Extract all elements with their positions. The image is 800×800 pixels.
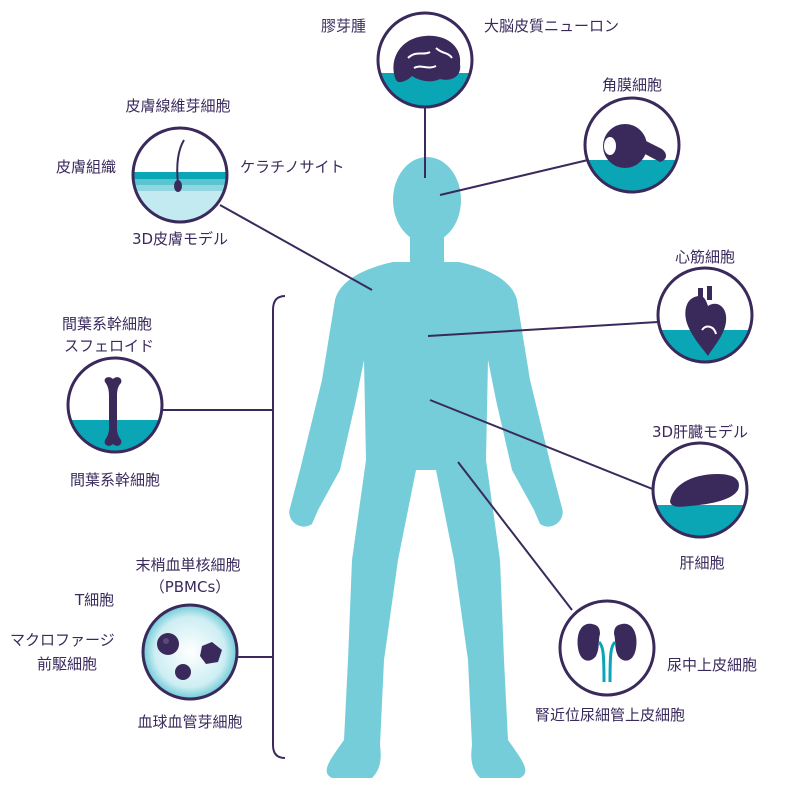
label-hepatocyte: 肝細胞 — [679, 554, 725, 572]
heart-icon — [685, 286, 727, 356]
kidney-circle — [558, 599, 656, 697]
skin-circle — [131, 126, 229, 224]
connector-lines — [160, 107, 659, 759]
label-macrophage-line1: マクロファージ — [10, 631, 115, 649]
blood-cells-icon — [157, 633, 222, 680]
liver-icon — [670, 474, 740, 507]
bone-circle — [66, 356, 164, 454]
label-renal-tubule: 腎近位尿細管上皮細胞 — [534, 706, 686, 724]
label-pbmc-line1: 末梢血単核細胞 — [135, 556, 241, 574]
blood-cells-circle — [141, 603, 239, 701]
kidney-icon — [577, 623, 637, 683]
label-corneal-cell: 角膜細胞 — [601, 76, 663, 94]
eye-circle — [583, 96, 681, 194]
eye-icon — [603, 124, 666, 168]
label-macrophage-line2: 前駆細胞 — [37, 655, 98, 673]
label-glioma: 膠芽腫 — [320, 17, 366, 35]
hair-follicle-icon — [174, 139, 185, 192]
human-body-silhouette — [289, 157, 563, 778]
label-keratinocyte: ケラチノサイト — [240, 158, 345, 176]
label-skin-tissue: 皮膚組織 — [55, 158, 116, 176]
brain-icon — [393, 35, 461, 83]
label-msc: 間葉系幹細胞 — [69, 471, 161, 489]
label-msc-spheroid-line2: スフェロイド — [64, 337, 155, 355]
label-cortical-neuron: 大脳皮質ニューロン — [484, 17, 620, 35]
label-cardiomyocyte: 心筋細胞 — [674, 248, 736, 266]
label-urothelial: 尿中上皮細胞 — [667, 656, 758, 674]
bone-icon — [104, 377, 122, 446]
label-pbmc-line2: （PBMCs） — [149, 578, 231, 596]
label-msc-spheroid-line1: 間葉系幹細胞 — [62, 315, 153, 333]
label-3d-skin-model: 3D皮膚モデル — [131, 230, 229, 248]
label-t-cell: T細胞 — [75, 591, 115, 609]
label-3d-liver-model: 3D肝臓モデル — [651, 423, 749, 441]
label-endothelial-progenitor: 血球血管芽細胞 — [137, 713, 243, 731]
liver-circle — [651, 441, 749, 539]
label-dermal-fibroblast: 皮膚線維芽細胞 — [125, 97, 231, 115]
brain-circle — [376, 11, 474, 109]
heart-circle — [656, 266, 754, 364]
